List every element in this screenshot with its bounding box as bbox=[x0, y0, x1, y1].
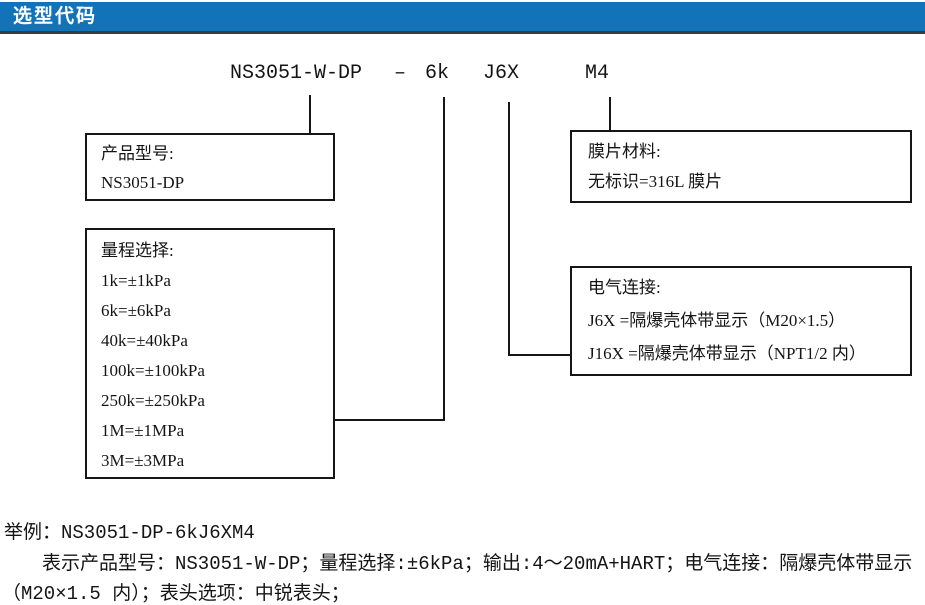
diaphragm-material-option: 无标识=316L 膜片 bbox=[588, 172, 723, 191]
range-selection-box-title: 量程选择: bbox=[101, 241, 174, 260]
section-header-bar: 选型代码 bbox=[0, 2, 925, 34]
code-electrical: J6X bbox=[483, 62, 520, 85]
connector-range-vline bbox=[443, 97, 445, 421]
code-range: 6k bbox=[425, 62, 450, 85]
example-line-1: 举例：NS3051-DP-6kJ6XM4 bbox=[4, 522, 255, 544]
range-option: 40k=±40kPa bbox=[101, 331, 188, 350]
product-model-box: 产品型号: NS3051-DP bbox=[85, 133, 335, 201]
connector-range-hline bbox=[335, 419, 445, 421]
section-title: 选型代码 bbox=[13, 5, 98, 27]
example-line-2: 表示产品型号：NS3051-W-DP；量程选择:±6kPa；输出:4～20mA+… bbox=[42, 553, 913, 575]
electrical-connection-box-title: 电气连接: bbox=[588, 278, 661, 297]
diaphragm-material-box: 膜片材料: 无标识=316L 膜片 bbox=[570, 130, 912, 203]
product-model-box-title: 产品型号: bbox=[101, 144, 174, 163]
range-option: 1M=±1MPa bbox=[101, 421, 185, 440]
electrical-connection-option: J16X =隔爆壳体带显示（NPT1/2 内） bbox=[588, 344, 866, 363]
range-option: 250k=±250kPa bbox=[101, 391, 205, 410]
code-dash: – bbox=[394, 62, 407, 85]
range-option: 100k=±100kPa bbox=[101, 361, 205, 380]
code-model: NS3051-W-DP bbox=[230, 62, 363, 85]
product-model-box-value: NS3051-DP bbox=[101, 173, 185, 192]
range-selection-box: 量程选择: 1k=±1kPa 6k=±6kPa 40k=±40kPa 100k=… bbox=[85, 228, 335, 479]
diaphragm-material-box-title: 膜片材料: bbox=[588, 142, 661, 161]
code-meter: M4 bbox=[585, 62, 610, 85]
example-line-3: （M20×1.5 内）；表头选项：中锐表头； bbox=[2, 583, 350, 605]
connector-model-vline bbox=[309, 95, 311, 133]
range-option: 6k=±6kPa bbox=[101, 301, 171, 320]
connector-electrical-vline bbox=[508, 102, 510, 356]
connector-electrical-hline bbox=[508, 354, 572, 356]
electrical-connection-option: J6X =隔爆壳体带显示（M20×1.5） bbox=[588, 311, 846, 330]
range-option: 1k=±1kPa bbox=[101, 271, 171, 290]
electrical-connection-box: 电气连接: J6X =隔爆壳体带显示（M20×1.5） J16X =隔爆壳体带显… bbox=[570, 266, 912, 376]
range-option: 3M=±3MPa bbox=[101, 451, 185, 470]
connector-meter-vline bbox=[609, 97, 611, 132]
